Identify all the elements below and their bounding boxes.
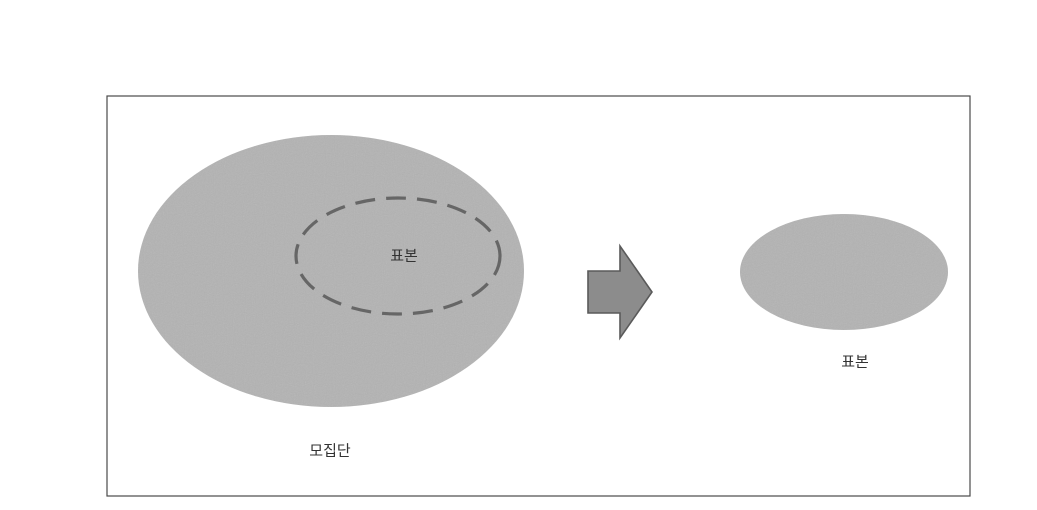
frame-border [106,95,971,497]
sample-region-dashed [294,196,502,316]
population-ellipse [138,135,524,407]
population-label: 모집단 [309,441,351,460]
inner-sample-label: 표본 [390,246,418,265]
extracted-sample-label: 표본 [841,352,869,371]
sample-ellipse [740,214,948,330]
right-arrow-icon [587,243,653,341]
